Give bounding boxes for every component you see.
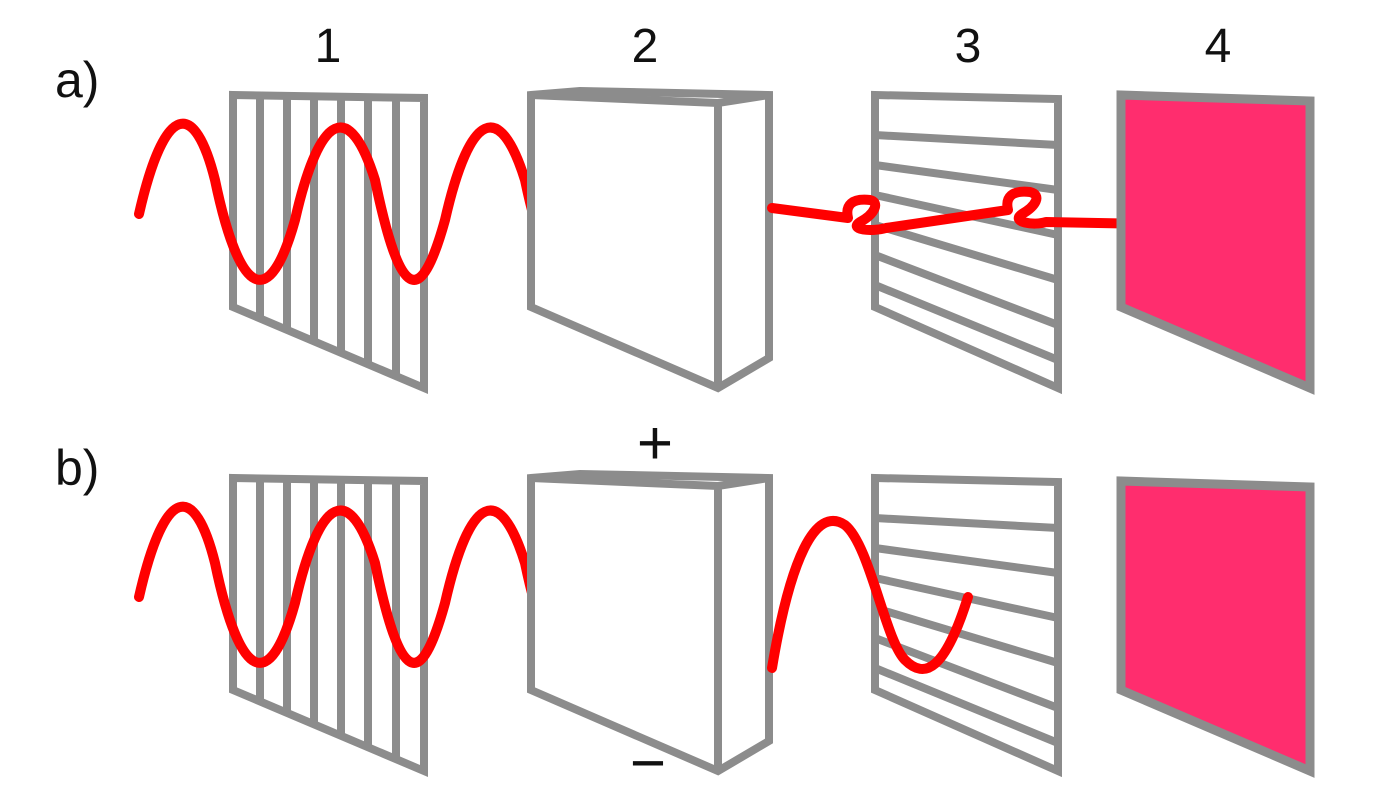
output-wave-b xyxy=(767,516,973,674)
element-2-label: 2 xyxy=(632,20,659,73)
liquid-crystal-cell xyxy=(527,469,773,776)
screen-a xyxy=(1116,90,1315,395)
row-a-label: a) xyxy=(55,52,99,108)
horizontal-polarizer xyxy=(871,473,1062,778)
row-b-label: b) xyxy=(55,440,99,496)
twisted-wave-a xyxy=(767,186,1210,235)
element-4-label: 4 xyxy=(1205,20,1232,73)
element-3-label: 3 xyxy=(955,20,982,73)
plus-electrode-label: + xyxy=(637,409,673,478)
element-1-label: 1 xyxy=(315,20,342,73)
input-wave-a xyxy=(134,118,617,285)
screen-b xyxy=(1116,476,1315,778)
liquid-crystal-cell xyxy=(527,86,773,393)
horizontal-polarizer xyxy=(871,90,1062,395)
input-wave-b xyxy=(134,501,617,668)
row-a xyxy=(134,86,1315,395)
row-b xyxy=(134,469,1315,778)
